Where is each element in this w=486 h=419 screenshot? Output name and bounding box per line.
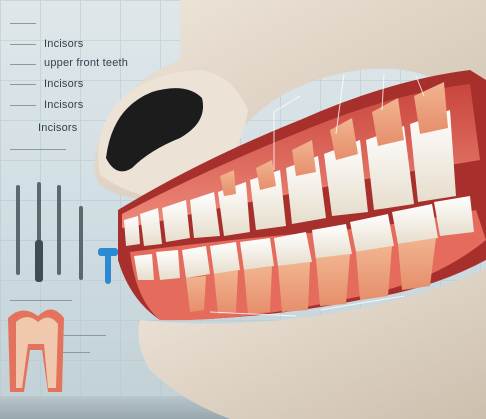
tooth-model: [8, 309, 64, 392]
